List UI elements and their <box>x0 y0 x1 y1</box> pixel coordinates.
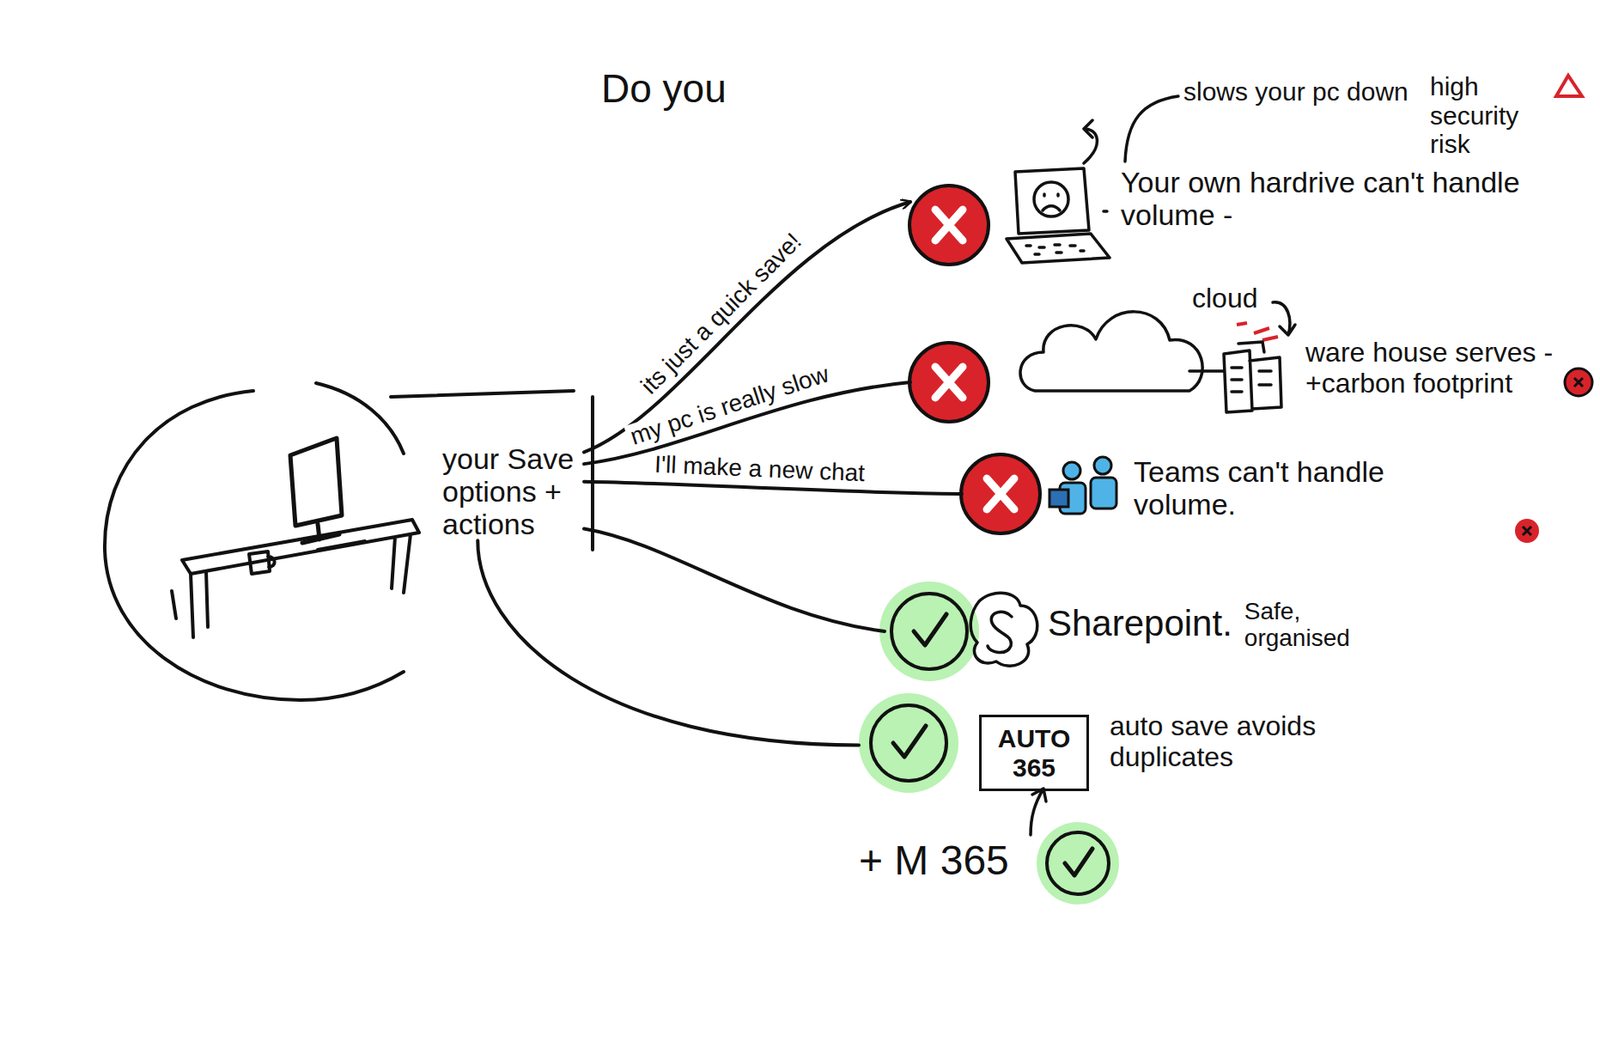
teams-icon <box>1049 456 1117 514</box>
pointer-arrow <box>1030 788 1047 835</box>
cloud-icon <box>1020 311 1203 391</box>
desk <box>171 519 420 638</box>
mug <box>249 551 275 574</box>
server-icon <box>1223 341 1282 413</box>
cloud-label: cloud <box>1192 283 1259 315</box>
node-note: Safe, organised <box>1244 597 1408 652</box>
node-text: your Save options + actions <box>442 442 585 541</box>
node-text: ware house serves - +carbon footprint <box>1305 337 1564 400</box>
title: Do you <box>601 66 727 112</box>
cloud-arrow <box>1272 302 1296 335</box>
connector <box>477 540 859 745</box>
laptop-icon <box>1006 120 1110 263</box>
note-security: high security risk <box>1429 72 1546 159</box>
red-x-icons <box>909 75 1593 543</box>
option-cloud: ware house serves - +carbon footprint <box>910 330 1564 434</box>
connector <box>584 529 885 632</box>
save-options-box: your Save options + actions <box>442 442 585 541</box>
monitor <box>290 438 342 543</box>
leader-line <box>1125 96 1179 162</box>
node-text: Teams can't handle volume. <box>1133 455 1478 521</box>
node-text: Your own hardrive can't handle volume - <box>1120 165 1542 232</box>
option-sharepoint: Sharepoint. Safe, organised <box>884 584 1408 679</box>
node-text: Sharepoint. <box>1047 602 1233 644</box>
note-autosave: auto save avoids duplicates <box>1109 711 1402 773</box>
connector <box>584 201 911 452</box>
connector <box>584 481 962 494</box>
sharepoint-icon <box>970 592 1038 666</box>
cloud-link <box>1189 369 1224 373</box>
m365-label: + M 365 <box>858 837 1010 884</box>
option-hard-drive: Your own hardrive can't handle volume - <box>910 141 1542 262</box>
keyboard <box>317 541 366 550</box>
autosave-box: AUTO 365 <box>858 695 1089 795</box>
desk-circle <box>104 390 404 700</box>
node-text: AUTO 365 <box>979 714 1089 791</box>
option-teams: Teams can't handle volume. <box>961 446 1478 542</box>
note-slows: slows your pc down <box>1183 77 1409 107</box>
bracket <box>390 390 593 550</box>
edge-label: I'll make a new chat <box>650 451 869 488</box>
